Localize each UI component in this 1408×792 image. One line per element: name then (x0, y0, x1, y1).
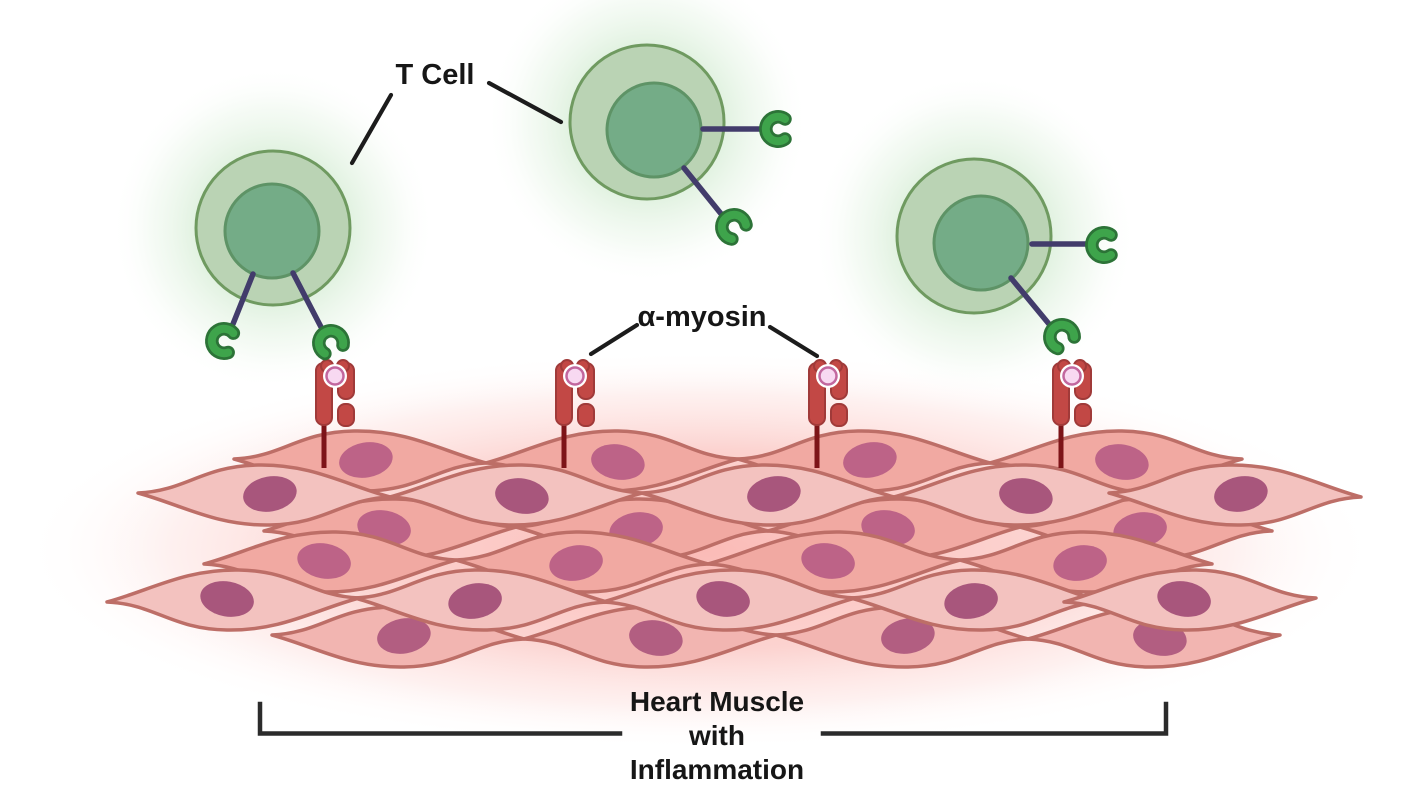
muscle-cell (1107, 463, 1363, 527)
muscle-cell (105, 568, 361, 632)
t-cell-receptor-stalk (1008, 275, 1052, 327)
t-cell-nucleus (223, 182, 321, 280)
heart-muscle-tissue (105, 429, 1363, 669)
muscle-cell-nucleus (999, 478, 1053, 514)
muscle-cell-nucleus (1214, 476, 1268, 512)
muscle-cell (958, 530, 1214, 594)
muscle-cell (522, 605, 778, 669)
muscle-cell-nucleus (843, 442, 897, 478)
heart-muscle-label-line3: Inflammation (630, 754, 804, 785)
muscle-cell-nucleus (495, 478, 549, 514)
muscle-cell (484, 429, 740, 493)
muscle-cell (849, 568, 1105, 632)
muscle-cell-nucleus (297, 543, 351, 579)
heart-muscle-label-line2: with (688, 720, 745, 751)
t-cell-layer (194, 43, 1111, 355)
muscle-cell-nucleus (1095, 444, 1149, 480)
muscle-cell (232, 429, 488, 493)
t-cell-nucleus (932, 194, 1030, 292)
muscle-cell-nucleus (339, 442, 393, 478)
muscle-cell-nucleus (591, 444, 645, 480)
t-cell (568, 43, 785, 241)
heart-muscle-label-line1: Heart Muscle (630, 686, 804, 717)
muscle-cell (136, 463, 392, 527)
muscle-cell-nucleus (944, 583, 998, 619)
muscle-cell-nucleus (1053, 545, 1107, 581)
t-cell-pointer-line-left (349, 92, 394, 166)
t-cell (895, 157, 1111, 350)
t-cell-nucleus (605, 81, 703, 179)
muscle-cell-nucleus (696, 581, 750, 617)
t-cell-receptor-stalk (290, 270, 324, 330)
muscle-cell (454, 530, 710, 594)
muscle-cell (736, 429, 992, 493)
muscle-cell-nucleus (243, 476, 297, 512)
muscle-cell-nucleus (801, 543, 855, 579)
alpha-myosin-pointer-line-right (767, 324, 820, 359)
muscle-cell-nucleus (629, 620, 683, 656)
muscle-cell (706, 530, 962, 594)
muscle-cell-nucleus (1157, 581, 1211, 617)
muscle-cell (353, 568, 609, 632)
muscle-cell (601, 568, 857, 632)
muscle-cell (892, 463, 1148, 527)
muscle-cell (774, 605, 1030, 669)
muscle-cell-nucleus (377, 618, 431, 654)
muscle-cell-nucleus (747, 476, 801, 512)
t-cell (194, 149, 350, 355)
annotations: T Cell α-myosin Heart Muscle with Inflam… (257, 59, 1169, 785)
muscle-cell-nucleus (549, 545, 603, 581)
muscle-cell (202, 530, 458, 594)
alpha-myosin-label: α-myosin (637, 301, 766, 333)
muscle-cell-nucleus (200, 581, 254, 617)
muscle-cell (270, 605, 526, 669)
t-cell-label: T Cell (396, 59, 475, 91)
muscle-cell (388, 463, 644, 527)
muscle-cell-nucleus (881, 618, 935, 654)
t-cell-receptor-stalk (230, 271, 256, 327)
heart-muscle-bracket (257, 701, 1169, 736)
muscle-cell (640, 463, 896, 527)
t-cell-receptor-stalk (681, 165, 725, 218)
t-cell-pointer-line-right (486, 80, 564, 125)
muscle-cell-nucleus (448, 583, 502, 619)
muscle-cell (1062, 568, 1318, 632)
muscle-cell (988, 429, 1244, 493)
alpha-myosin-pointer-line-left (588, 322, 640, 357)
